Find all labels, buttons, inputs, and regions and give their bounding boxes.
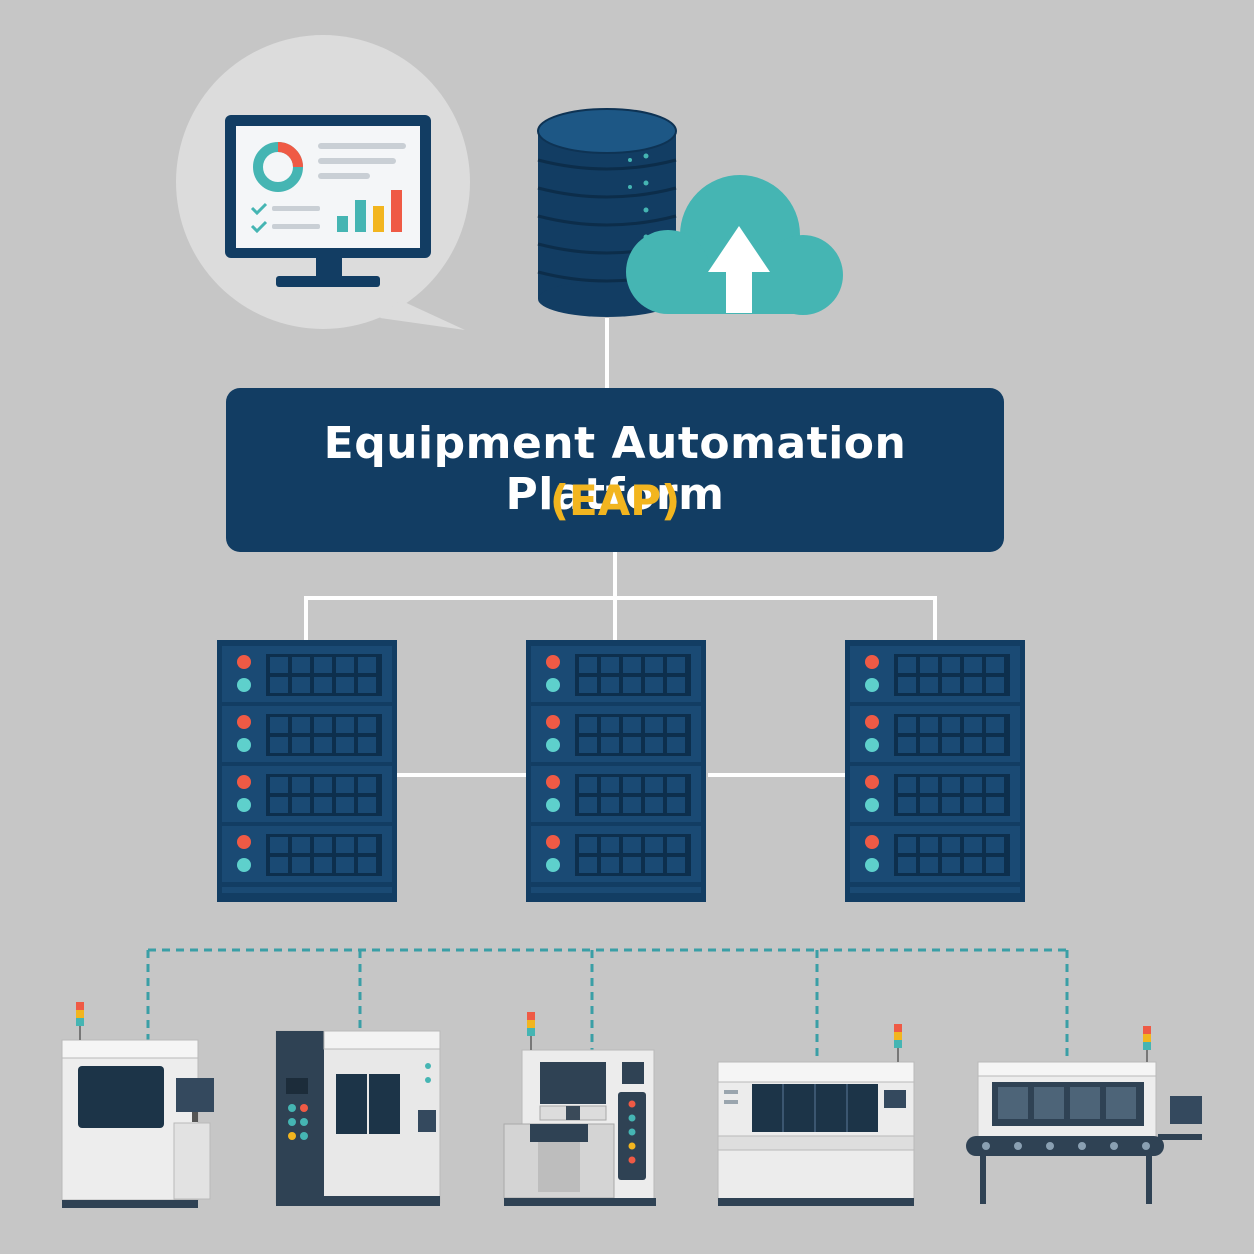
server-rack-icon: [845, 640, 1025, 902]
platform-acronym: (EAP): [549, 476, 681, 525]
dashboard-monitor-icon: [225, 115, 431, 287]
manufacturing-equipment-icon: [966, 1026, 1202, 1204]
network-connectors: [304, 318, 937, 777]
manufacturing-equipment-icon: [61, 1002, 214, 1208]
server-rack-icon: [526, 640, 706, 902]
equipment-bus-connectors: [146, 948, 1069, 1062]
platform-title: Equipment Automation Platform: [323, 418, 907, 520]
eap-platform-box: Equipment Automation Platform (EAP): [226, 388, 1004, 552]
manufacturing-equipment-icon: [503, 1012, 656, 1206]
manufacturing-equipment-icon: [717, 1024, 915, 1206]
manufacturing-equipment-icon: [275, 1030, 441, 1206]
server-rack-icon: [217, 640, 397, 902]
cloud-upload-icon: [626, 175, 843, 315]
database-icon: [537, 108, 677, 317]
